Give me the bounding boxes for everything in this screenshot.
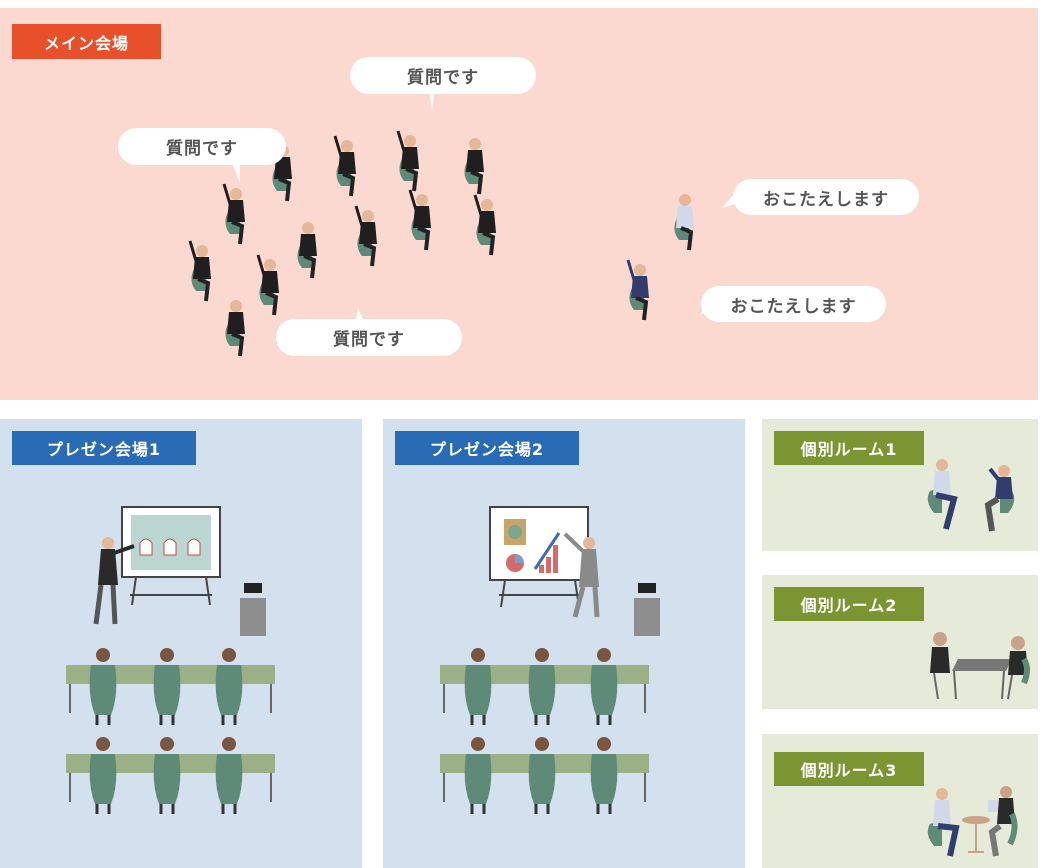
seated-person bbox=[297, 222, 317, 279]
seated-person bbox=[333, 135, 356, 197]
answer-bubble-bottom: おこたえします bbox=[701, 286, 886, 322]
private-room-1-label: 個別ルーム1 bbox=[774, 431, 924, 465]
presentation-venue-2-panel: プレゼン会場2 bbox=[383, 419, 745, 868]
seated-attendee bbox=[528, 737, 556, 814]
private-room-1-panel: 個別ルーム1 bbox=[762, 419, 1038, 551]
seated-person bbox=[225, 300, 245, 357]
seated-attendee bbox=[464, 648, 492, 725]
answer-bubble-top: おこたえします bbox=[733, 179, 919, 215]
seated-attendee bbox=[215, 648, 243, 725]
seated-attendee bbox=[215, 737, 243, 814]
answerer-people bbox=[626, 194, 694, 321]
presentation-venue-1-panel: プレゼン会場1 bbox=[0, 419, 362, 868]
seated-person bbox=[626, 259, 649, 321]
seated-person bbox=[408, 189, 431, 251]
seated-attendee bbox=[528, 648, 556, 725]
question-bubble-top: 質問です bbox=[350, 57, 536, 94]
seated-attendee bbox=[590, 648, 618, 725]
seated-person bbox=[473, 194, 496, 256]
private-room-3-panel: 個別ルーム3 bbox=[762, 734, 1038, 868]
private-room-2-panel: 個別ルーム2 bbox=[762, 575, 1038, 709]
seated-person bbox=[256, 254, 279, 316]
seated-attendee bbox=[153, 737, 181, 814]
seated-person bbox=[354, 205, 377, 267]
seated-person bbox=[674, 194, 694, 251]
seated-attendee bbox=[153, 648, 181, 725]
presentation-2-illustration bbox=[440, 506, 660, 814]
presentation-1-illustration bbox=[66, 506, 275, 814]
private-room-3-illustration bbox=[927, 786, 1018, 857]
private-room-1-illustration bbox=[927, 459, 1015, 532]
seated-person bbox=[222, 183, 245, 245]
presentation-venue-2-label: プレゼン会場2 bbox=[395, 431, 579, 465]
presentation-venue-1-label: プレゼン会場1 bbox=[12, 431, 196, 465]
private-room-2-label: 個別ルーム2 bbox=[774, 587, 924, 621]
bubble-tails bbox=[230, 78, 735, 324]
seated-person bbox=[464, 138, 484, 195]
main-venue-label: メイン会場 bbox=[12, 24, 161, 59]
audience-people bbox=[188, 130, 496, 357]
seated-person bbox=[188, 240, 211, 302]
seated-person bbox=[396, 130, 419, 192]
question-bubble-left: 質問です bbox=[118, 128, 286, 165]
seated-attendee bbox=[89, 737, 117, 814]
private-room-2-illustration bbox=[930, 632, 1030, 700]
main-venue-panel: メイン会場 質問です 質問です 質問です おこたえします おこたえします bbox=[0, 8, 1038, 400]
seated-attendee bbox=[590, 737, 618, 814]
seated-attendee bbox=[464, 737, 492, 814]
private-room-3-label: 個別ルーム3 bbox=[774, 752, 924, 786]
question-bubble-bottom: 質問です bbox=[276, 319, 462, 356]
seated-attendee bbox=[89, 648, 117, 725]
